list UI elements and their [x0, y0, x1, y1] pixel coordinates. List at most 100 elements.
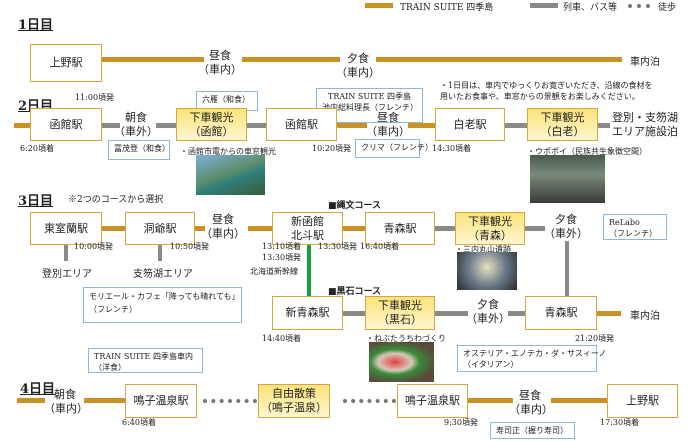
route-line: [158, 245, 162, 261]
day2-station-shiraoi: 白老駅: [435, 108, 505, 141]
day2-sight1-note: ・函館市電からの車窓観光: [180, 147, 276, 156]
legend-train-suite: TRAIN SUITE 四季島: [400, 3, 494, 13]
course-b-station-aomori: 青森駅: [525, 296, 597, 330]
course-b-stay: 車内泊: [630, 311, 660, 322]
day2-lunch-venue: クリマ（フレンチ）: [355, 139, 433, 158]
day2-station-hakodate-2: 函館駅: [266, 108, 337, 141]
day4-breakfast: 朝食 （車内）: [44, 388, 88, 415]
day3-station-higashimuroran: 東室蘭駅: [30, 212, 102, 245]
day4-title: 4日目: [20, 382, 56, 397]
course-b-sightseeing-kuroishi: 下車観光 （黒石）: [365, 296, 435, 330]
day2-breakfast-venue: 冨茂登（和食）: [108, 140, 170, 160]
course-a-sightseeing-aomori: 下車観光 （青森）: [455, 212, 525, 245]
day3-depart2: 10:50頃発: [170, 242, 210, 251]
day2-lunch: 昼食 （車内）: [366, 111, 410, 138]
course-a-dinner: 夕食 （車外）: [544, 213, 588, 240]
day2-sightseeing-hakodate: 下車観光 （函館）: [176, 108, 247, 141]
route-line: [17, 398, 45, 403]
course-b-depart: 21:20頃発: [575, 334, 615, 343]
shinkansen-line: [307, 245, 311, 296]
route-line: [14, 123, 30, 128]
route-line: [505, 123, 527, 128]
course-a-depart: 13:30頃発: [318, 242, 358, 251]
day3-title: 3日目: [18, 194, 54, 209]
route-line: [408, 123, 435, 128]
course-b-dinner-venue: オステリア・エノテカ・ダ・サスィーノ （イタリアン）: [457, 345, 606, 372]
route-line: [247, 123, 266, 128]
legend-rail-bus: 列車、バス等: [563, 3, 618, 13]
course-a-dinner-venue: ReLabo （フレンチ）: [603, 214, 667, 240]
course-b-station-shinaomori: 新青森駅: [272, 296, 343, 330]
day3-depart1: 10:00頃発: [74, 242, 114, 251]
route-line: [525, 226, 545, 231]
route-line: [64, 245, 68, 261]
day4-station-narukoonsen: 鳴子温泉駅: [125, 384, 197, 418]
day4-breakfast-venue: TRAIN SUITE 四季島車内 （洋食）: [88, 348, 203, 373]
day2-station-hakodate: 函館駅: [30, 108, 102, 141]
route-line: [435, 226, 455, 231]
day2-sightseeing-shiraoi: 下車観光 （白老）: [527, 108, 598, 141]
course-a-sight-note: ・三内丸山遺跡: [455, 245, 511, 254]
day4-lunch-venue: 寿司正（握り寿司）: [490, 422, 575, 439]
day2-stay: 登別・支笏湖 エリア施設泊: [612, 111, 678, 138]
day2-breakfast: 朝食 （車外）: [114, 111, 158, 138]
day4-arrive3: 17:30頃着: [600, 418, 640, 427]
course-b-title: ■黒石コース: [328, 287, 382, 297]
legend-train-suite-line: [365, 3, 393, 8]
day3-area-shikotsu: 支笏湖エリア: [133, 269, 193, 280]
day4-station-narukoonsen-2: 鳴子温泉駅: [397, 384, 468, 418]
route-line: [195, 226, 205, 231]
course-b-arrive: 14:40頃着: [262, 334, 302, 343]
route-line: [248, 226, 272, 231]
day3-station-toya: 洞爺駅: [125, 212, 195, 245]
day4-depart2: 9:30頃発: [444, 418, 478, 427]
route-line: [508, 311, 525, 316]
day3-station-shinhakodatehokuto: 新函館 北斗駅: [272, 212, 343, 245]
tram-photo: [196, 155, 265, 195]
route-line: [156, 123, 176, 128]
nebuta-fan-photo: [369, 342, 434, 382]
day1-depart-time: 11:00頃発: [75, 93, 115, 102]
day4-arrive1: 6:40頃着: [122, 418, 156, 427]
sannai-maruyama-photo: [457, 252, 517, 290]
day3-area-noboribetsu: 登別エリア: [42, 269, 92, 280]
route-line: [376, 57, 622, 62]
day3-depart3: 13:30頃発: [262, 253, 302, 262]
day1-stay: 車内泊: [630, 57, 660, 68]
course-a-arrive: 16:40頃着: [360, 242, 400, 251]
legend-rail-bus-line: [530, 3, 558, 8]
day2-depart-time: 10:20頃発: [312, 144, 352, 153]
route-line: [598, 123, 610, 128]
route-line: [551, 398, 607, 403]
day1-station-ueno: 上野駅: [30, 44, 102, 82]
day1-title: 1日目: [18, 18, 54, 33]
course-b-sight-note: ・ねぶたうちわづくり: [366, 334, 446, 343]
day3-lunch: 昼食 （車内）: [201, 213, 245, 240]
day3-arrive3: 13:10頃着: [262, 242, 302, 251]
day2-sight2-note: ・ウポポイ（民族共生象徴空間）: [527, 147, 647, 156]
route-line: [337, 123, 367, 128]
day2-arrive-shiraoi: 14:30頃着: [432, 144, 472, 153]
route-line: [435, 311, 468, 316]
route-line: [565, 241, 569, 296]
legend-walk-line: [628, 4, 650, 8]
day3-subtitle: ※2つのコースから選択: [68, 195, 164, 205]
route-line: [343, 226, 365, 231]
legend-walk: 徒歩: [658, 3, 677, 13]
day4-lunch: 昼食 （車内）: [509, 389, 553, 416]
route-line: [203, 399, 257, 403]
route-line: [102, 123, 120, 128]
day1-dinner: 夕食 （車内）: [336, 52, 380, 79]
route-line: [468, 398, 513, 403]
day3-shinkansen: 北海道新幹線: [250, 267, 298, 276]
course-b-dinner: 夕食 （車外）: [466, 298, 510, 325]
day1-lunch: 昼食 （車内）: [198, 49, 242, 76]
course-a-station-aomori: 青森駅: [365, 212, 435, 245]
route-line: [102, 57, 204, 62]
route-line: [343, 399, 396, 403]
route-line: [597, 311, 621, 316]
day1-note: ・1日目は、車内でゆっくりお寛ぎいただき、沿線の食材を 用いたお食事や、車窓から…: [440, 81, 653, 101]
course-a-title: ■縄文コース: [328, 201, 382, 211]
route-line: [84, 398, 125, 403]
